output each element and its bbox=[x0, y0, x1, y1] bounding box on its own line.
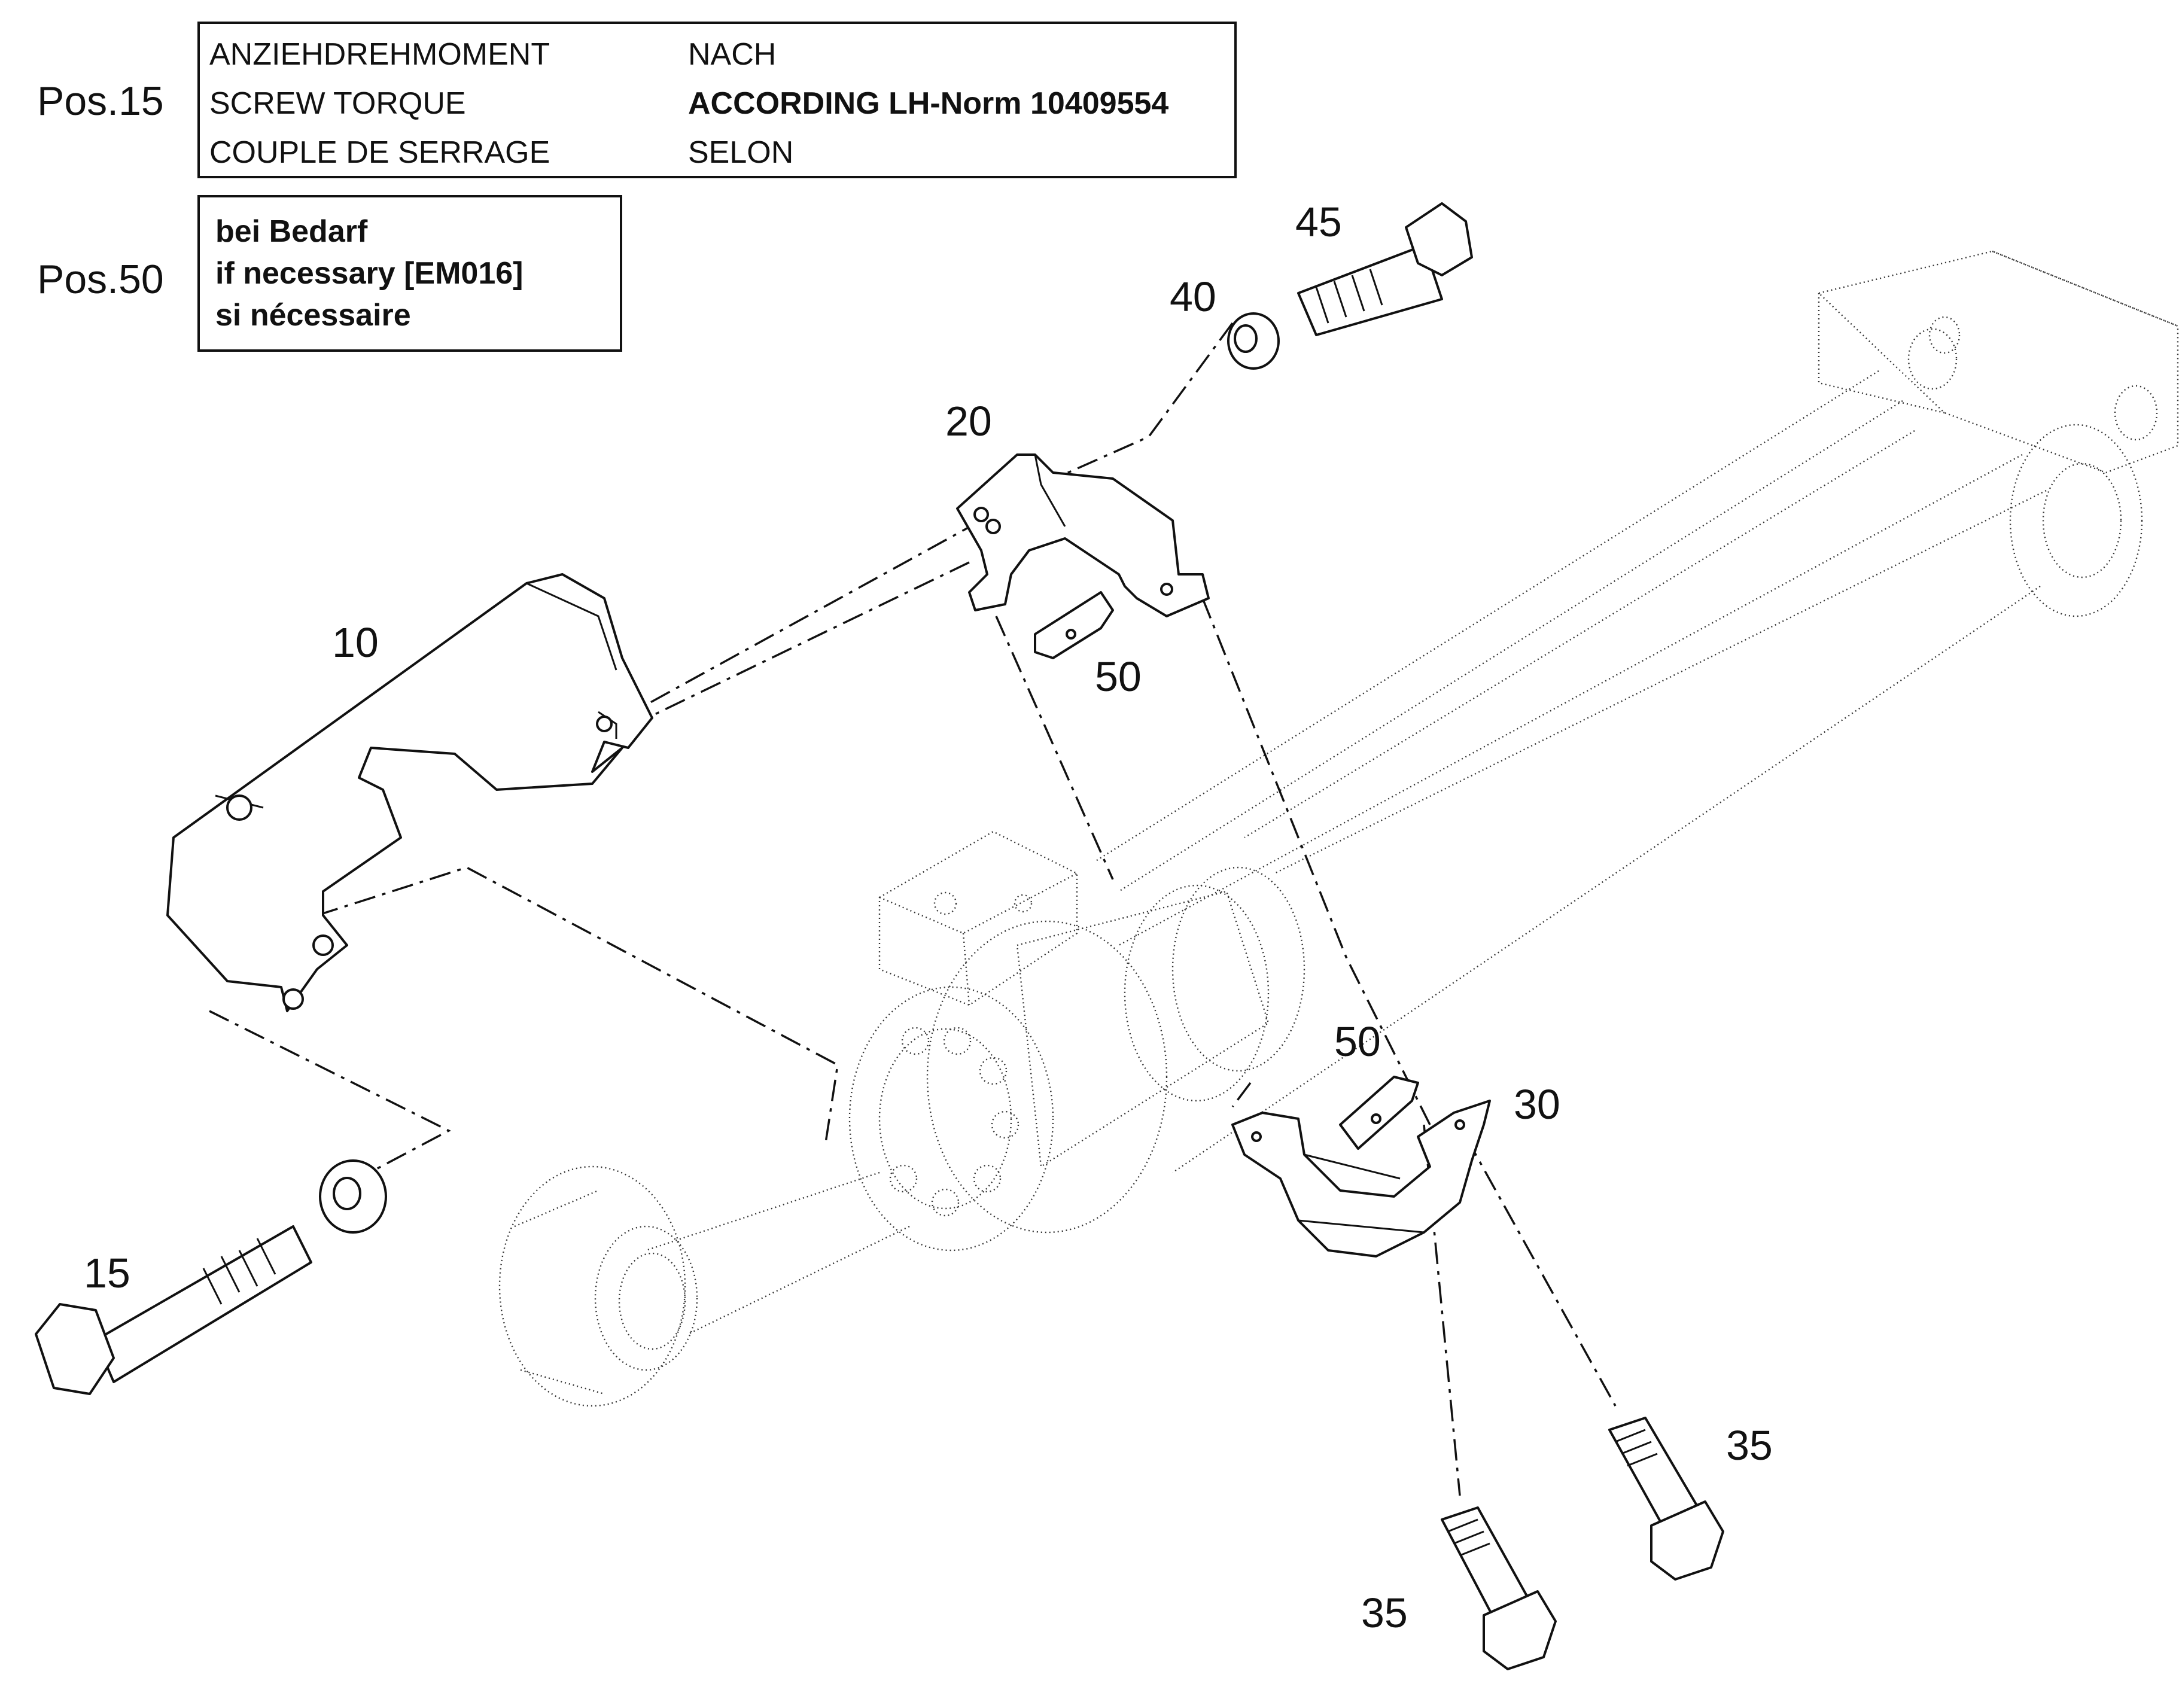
assembly-leader-lines bbox=[209, 322, 1617, 1496]
optional-line2: if necessary [EM016] bbox=[215, 256, 524, 291]
torque-note: Pos.15 ANZIEHDREHMOMENT NACH SCREW TORQU… bbox=[37, 22, 1237, 178]
bolt-part-35-right bbox=[1608, 1417, 1724, 1581]
lower-clamp-part-30 bbox=[1231, 1100, 1491, 1258]
callout-10: 10 bbox=[332, 619, 379, 666]
callout-50-upper: 50 bbox=[1095, 653, 1142, 700]
bracket-part-50-upper bbox=[1034, 591, 1114, 659]
torque-pos-label: Pos.15 bbox=[37, 78, 164, 124]
bracket-part-50-lower bbox=[1339, 1076, 1419, 1150]
torque-row3-left: COUPLE DE SERRAGE bbox=[209, 135, 550, 170]
optional-line3: si nécessaire bbox=[215, 298, 411, 333]
torque-row3-right: SELON bbox=[688, 135, 793, 170]
upper-clamp-part-20 bbox=[956, 453, 1210, 617]
callout-45: 45 bbox=[1295, 199, 1342, 245]
hydraulic-cylinder-outline bbox=[498, 250, 2179, 1407]
callout-50-lower: 50 bbox=[1334, 1018, 1381, 1065]
optional-line1: bei Bedarf bbox=[215, 214, 368, 249]
torque-row2-left: SCREW TORQUE bbox=[209, 86, 466, 121]
callout-35-right: 35 bbox=[1726, 1422, 1773, 1469]
washer-part-40 bbox=[1227, 312, 1280, 370]
torque-row2-right: ACCORDING LH-Norm 10409554 bbox=[688, 86, 1168, 121]
callout-labels: 10 15 20 30 35 35 40 45 50 50 bbox=[84, 199, 1773, 1636]
washer-part-15-washer bbox=[319, 1159, 387, 1234]
callout-15: 15 bbox=[84, 1250, 130, 1296]
cover-plate-part-10 bbox=[166, 573, 653, 1012]
callout-20: 20 bbox=[945, 398, 992, 444]
bolt-part-15 bbox=[35, 1225, 312, 1395]
torque-row1-left: ANZIEHDREHMOMENT bbox=[209, 37, 550, 72]
callout-30: 30 bbox=[1514, 1081, 1560, 1128]
callout-40: 40 bbox=[1170, 273, 1216, 320]
bolt-part-45 bbox=[1297, 202, 1473, 336]
optional-pos-label: Pos.50 bbox=[37, 257, 164, 302]
torque-row1-right: NACH bbox=[688, 37, 776, 72]
callout-35-left: 35 bbox=[1361, 1590, 1408, 1636]
optional-note: Pos.50 bei Bedarf if necessary [EM016] s… bbox=[37, 195, 622, 352]
bolt-part-35-left bbox=[1441, 1506, 1557, 1670]
